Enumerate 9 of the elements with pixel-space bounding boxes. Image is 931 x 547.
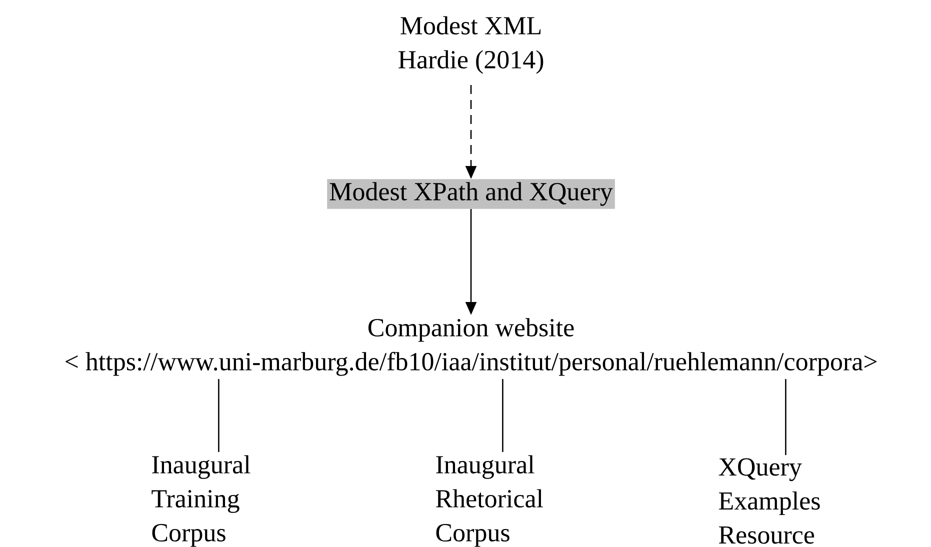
resource-label: Inaugural Rhetorical Corpus <box>436 455 543 547</box>
connector-line <box>785 379 786 456</box>
connector-line <box>218 379 220 452</box>
resource-label: Inaugural Training Corpus <box>152 455 250 547</box>
highlighted-box: Modest XPath and XQuery <box>327 179 615 209</box>
resource-label: XQuery Examples Resource <box>718 458 820 544</box>
website-label: Companion website < https://www.uni-marburg.de/fb10/iaa/institut/personal/ruehlemann/corpora> <box>66 318 877 376</box>
connector-line <box>502 379 504 452</box>
source-label: Modest XML Hardie (2014) <box>398 16 544 74</box>
